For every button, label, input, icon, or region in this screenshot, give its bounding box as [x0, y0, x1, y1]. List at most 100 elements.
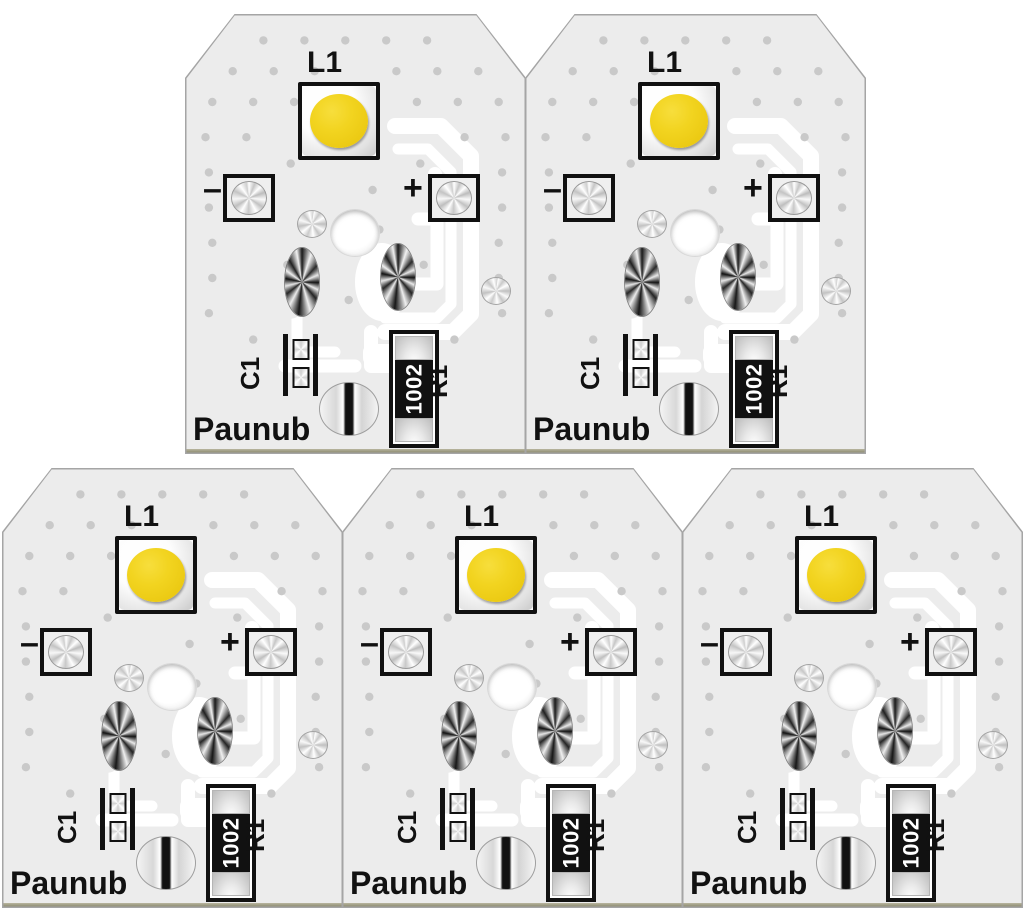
- negative-pad-surface: [388, 635, 424, 669]
- positive-terminal-pad[interactable]: [925, 628, 977, 676]
- brand-silkscreen-paunub: Paunub: [350, 865, 468, 901]
- capacitor-footprint-c1[interactable]: [100, 788, 135, 850]
- capacitor-pad-bottom: [789, 821, 806, 842]
- castellated-half-pad: [816, 836, 876, 890]
- brand-silkscreen-paunub: Paunub: [533, 411, 651, 447]
- negative-polarity-marker: –: [700, 624, 719, 662]
- silkscreen-label-l1: L1: [124, 500, 160, 533]
- pcb-substrate-edge: [682, 903, 1023, 908]
- through-hole-via-right: [198, 698, 232, 764]
- led-lens-substrate: [119, 540, 193, 610]
- capacitor-plate-left: [283, 334, 288, 396]
- led-emitter-dome: [127, 548, 185, 602]
- pcb-substrate-edge: [342, 903, 683, 908]
- capacitor-pad-bottom: [449, 821, 466, 842]
- through-hole-via-right: [381, 244, 415, 310]
- led-lens-substrate: [799, 540, 873, 610]
- via-pad-small-left: [114, 664, 144, 692]
- silkscreen-label-l1: L1: [647, 46, 683, 79]
- led-emitter-dome: [310, 94, 368, 148]
- capacitor-pad-top: [109, 793, 126, 814]
- silkscreen-label-r1: R1: [580, 818, 610, 852]
- resistor-terminal-bottom: [212, 872, 250, 896]
- negative-polarity-marker: –: [543, 170, 562, 208]
- capacitor-footprint-c1[interactable]: [623, 334, 658, 396]
- led-package-l1[interactable]: [795, 536, 877, 614]
- center-mounting-hole: [671, 210, 719, 256]
- capacitor-plate-right: [810, 788, 815, 850]
- pcb-substrate-edge: [525, 449, 866, 454]
- capacitor-plate-left: [623, 334, 628, 396]
- negative-terminal-pad[interactable]: [40, 628, 92, 676]
- capacitor-pad-bottom: [292, 367, 309, 388]
- via-pad-small-left: [454, 664, 484, 692]
- negative-pad-surface: [571, 181, 607, 215]
- led-emitter-dome: [807, 548, 865, 602]
- via-pad-small-right: [821, 277, 851, 305]
- led-lens-substrate: [302, 86, 376, 156]
- positive-pad-surface: [436, 181, 472, 215]
- led-package-l1[interactable]: [638, 82, 720, 160]
- brand-silkscreen-paunub: Paunub: [690, 865, 808, 901]
- through-hole-via-left: [442, 702, 476, 770]
- via-pad-small-right: [638, 731, 668, 759]
- silkscreen-label-c1: C1: [52, 810, 82, 844]
- silkscreen-label-c1: C1: [392, 810, 422, 844]
- positive-polarity-marker: +: [560, 623, 580, 661]
- positive-terminal-pad[interactable]: [428, 174, 480, 222]
- pcb-substrate-edge: [185, 449, 526, 454]
- resistor-terminal-bottom: [395, 418, 433, 442]
- negative-terminal-pad[interactable]: [720, 628, 772, 676]
- led-lens-substrate: [642, 86, 716, 156]
- positive-polarity-marker: +: [403, 169, 423, 207]
- resistor-terminal-top: [212, 790, 250, 814]
- via-pad-small-right: [978, 731, 1008, 759]
- capacitor-plate-right: [470, 788, 475, 850]
- led-package-l1[interactable]: [455, 536, 537, 614]
- capacitor-footprint-c1[interactable]: [440, 788, 475, 850]
- negative-terminal-pad[interactable]: [380, 628, 432, 676]
- positive-polarity-marker: +: [743, 169, 763, 207]
- led-emitter-dome: [467, 548, 525, 602]
- resistor-terminal-top: [735, 336, 773, 360]
- positive-terminal-pad[interactable]: [245, 628, 297, 676]
- negative-terminal-pad[interactable]: [563, 174, 615, 222]
- brand-silkscreen-paunub: Paunub: [193, 411, 311, 447]
- via-pad-small-left: [297, 210, 327, 238]
- capacitor-plate-right: [653, 334, 658, 396]
- positive-polarity-marker: +: [220, 623, 240, 661]
- capacitor-pad-bottom: [632, 367, 649, 388]
- through-hole-via-left: [782, 702, 816, 770]
- through-hole-via-left: [625, 248, 659, 316]
- castellated-half-pad: [319, 382, 379, 436]
- via-pad-small-left: [794, 664, 824, 692]
- negative-terminal-pad[interactable]: [223, 174, 275, 222]
- capacitor-pad-bottom: [109, 821, 126, 842]
- capacitor-plate-right: [313, 334, 318, 396]
- silkscreen-label-c1: C1: [235, 356, 265, 390]
- positive-terminal-pad[interactable]: [585, 628, 637, 676]
- capacitor-footprint-c1[interactable]: [283, 334, 318, 396]
- resistor-terminal-top: [552, 790, 590, 814]
- via-pad-small-left: [637, 210, 667, 238]
- through-hole-via-right: [721, 244, 755, 310]
- capacitor-footprint-c1[interactable]: [780, 788, 815, 850]
- led-package-l1[interactable]: [298, 82, 380, 160]
- negative-pad-surface: [231, 181, 267, 215]
- negative-pad-surface: [48, 635, 84, 669]
- capacitor-plate-left: [780, 788, 785, 850]
- capacitor-plate-left: [440, 788, 445, 850]
- resistor-terminal-bottom: [892, 872, 930, 896]
- through-hole-via-right: [878, 698, 912, 764]
- positive-pad-surface: [253, 635, 289, 669]
- center-mounting-hole: [828, 664, 876, 710]
- silkscreen-label-c1: C1: [732, 810, 762, 844]
- positive-terminal-pad[interactable]: [768, 174, 820, 222]
- silkscreen-label-r1: R1: [423, 364, 453, 398]
- resistor-terminal-bottom: [552, 872, 590, 896]
- led-package-l1[interactable]: [115, 536, 197, 614]
